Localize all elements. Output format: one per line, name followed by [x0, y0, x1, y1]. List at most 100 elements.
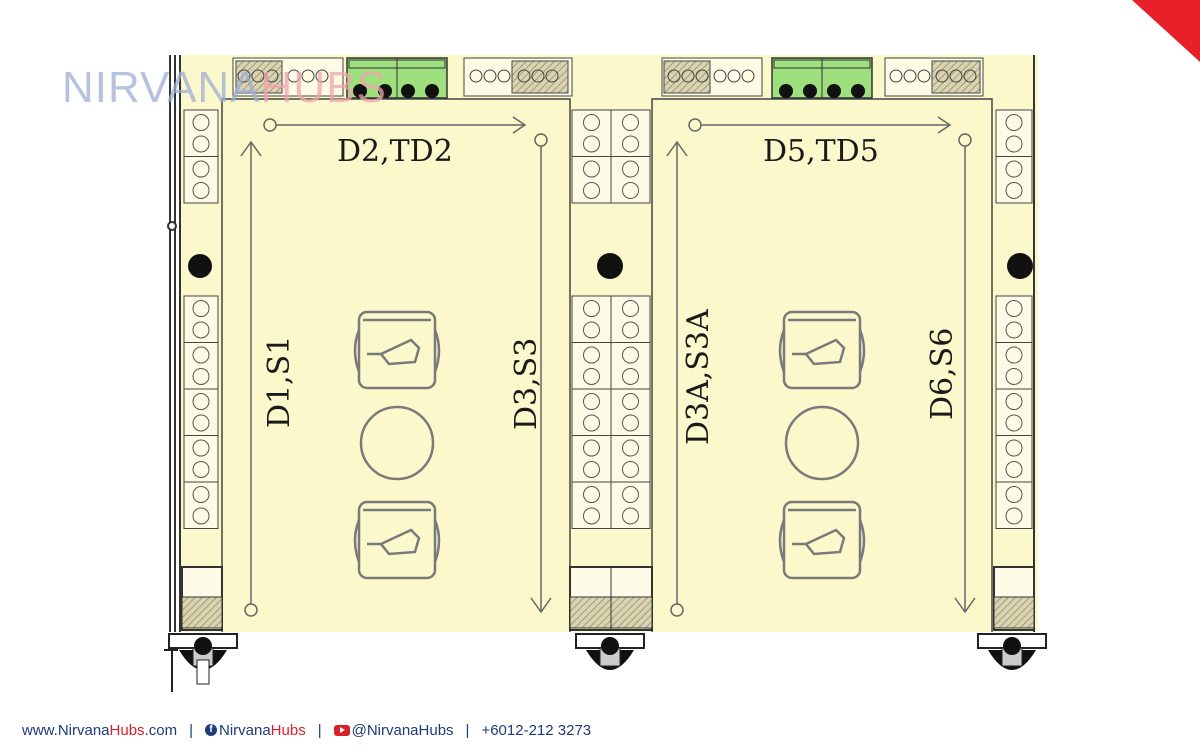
locker-knob — [583, 414, 600, 432]
chair-icon — [778, 310, 866, 390]
locker-cell — [610, 481, 651, 529]
circulation-arrows — [240, 116, 976, 617]
green-storage-units — [346, 57, 873, 99]
locker-knob — [1005, 181, 1023, 199]
locker-knob — [583, 486, 600, 504]
locker-knob — [622, 321, 639, 339]
locker-knob — [192, 439, 210, 457]
locker-cell — [571, 388, 612, 436]
locker-cell — [610, 388, 651, 436]
locker-cell — [610, 295, 651, 343]
website-suffix: .com — [144, 721, 178, 739]
locker-cell — [571, 295, 612, 343]
room-walls — [221, 98, 993, 632]
locker-cell — [571, 481, 612, 529]
room-label-d2-td2: D2,TD2 — [337, 134, 453, 169]
pillar-icon — [188, 254, 212, 278]
locker-knob — [1005, 346, 1023, 364]
locker-cell — [610, 156, 651, 204]
round-table-icon — [359, 405, 435, 481]
locker-knob — [622, 439, 639, 457]
logo-part-2: HUBS — [260, 63, 387, 112]
locker-cell — [571, 435, 612, 483]
locker-knob — [622, 393, 639, 411]
locker-knob — [583, 160, 600, 178]
arrow-head — [512, 116, 527, 134]
locker-knob — [1005, 300, 1023, 318]
locker-knob — [583, 367, 600, 385]
room-label-d1-s1: D1,S1 — [262, 336, 297, 428]
locker-cell — [183, 156, 219, 204]
locker-knob — [583, 321, 600, 339]
locker-knob — [622, 486, 639, 504]
locker-knob — [622, 507, 639, 525]
chair-icon — [778, 500, 866, 580]
facebook-icon: f — [204, 724, 217, 736]
bottom-cupboard-hatch — [610, 596, 653, 629]
locker-knob — [1005, 414, 1023, 432]
locker-knob — [192, 160, 210, 178]
locker-cell — [995, 388, 1033, 436]
locker-knob — [1005, 460, 1023, 478]
pillar-icon — [1007, 253, 1033, 279]
locker-knob — [583, 460, 600, 478]
bottom-cupboard-hatch — [569, 596, 612, 629]
locker-knob — [1005, 367, 1023, 385]
locker-knob — [622, 346, 639, 364]
arrow-head — [530, 597, 552, 614]
locker-cell — [571, 342, 612, 390]
locker-knob — [192, 507, 210, 525]
brand-logo: NIRVANAHUBS — [62, 66, 386, 110]
youtube-link[interactable]: @NirvanaHubs — [333, 722, 454, 739]
locker-knob — [192, 321, 210, 339]
arrow-head — [954, 597, 976, 614]
footer-separator: | — [317, 721, 322, 739]
locker-cell — [183, 109, 219, 157]
footer-separator: | — [465, 721, 470, 739]
locker-knob — [192, 367, 210, 385]
corner-accent — [1132, 0, 1200, 62]
locker-knob — [583, 346, 600, 364]
locker-cell — [995, 435, 1033, 483]
bottom-cupboard-hatch — [993, 596, 1035, 629]
locker-cell — [571, 109, 612, 157]
arrow-head — [240, 140, 262, 157]
locker-knob — [1005, 321, 1023, 339]
locker-knob — [1005, 160, 1023, 178]
locker-knob — [583, 135, 600, 153]
locker-knob — [622, 181, 639, 199]
locker-knob — [1005, 439, 1023, 457]
locker-cell — [995, 481, 1033, 529]
locker-knob — [622, 135, 639, 153]
phone-number[interactable]: +6012-212 3273 — [481, 721, 592, 739]
arrow-head — [666, 140, 688, 157]
locker-cell — [183, 388, 219, 436]
locker-knob — [192, 135, 210, 153]
locker-knob — [1005, 507, 1023, 525]
facebook-highlight: Hubs — [270, 721, 306, 739]
chair-icon — [353, 500, 441, 580]
locker-knob — [583, 507, 600, 525]
locker-knob — [1005, 135, 1023, 153]
locker-knob — [192, 414, 210, 432]
website-prefix: www.Nirvana — [22, 721, 110, 739]
locker-cell — [610, 342, 651, 390]
locker-knob — [192, 114, 210, 132]
locker-knob — [1005, 114, 1023, 132]
outer-wall — [169, 55, 1035, 632]
locker-knob — [622, 414, 639, 432]
pillar-icon — [597, 253, 623, 279]
round-table-icon — [784, 405, 860, 481]
locker-cell — [183, 295, 219, 343]
footer-separator: | — [189, 721, 193, 739]
arrow-head — [937, 116, 952, 134]
door-icon — [977, 633, 1047, 670]
locker-knob — [622, 367, 639, 385]
locker-cell — [183, 342, 219, 390]
door-icon — [575, 633, 645, 670]
room-label-d3-s3: D3,S3 — [509, 338, 544, 430]
